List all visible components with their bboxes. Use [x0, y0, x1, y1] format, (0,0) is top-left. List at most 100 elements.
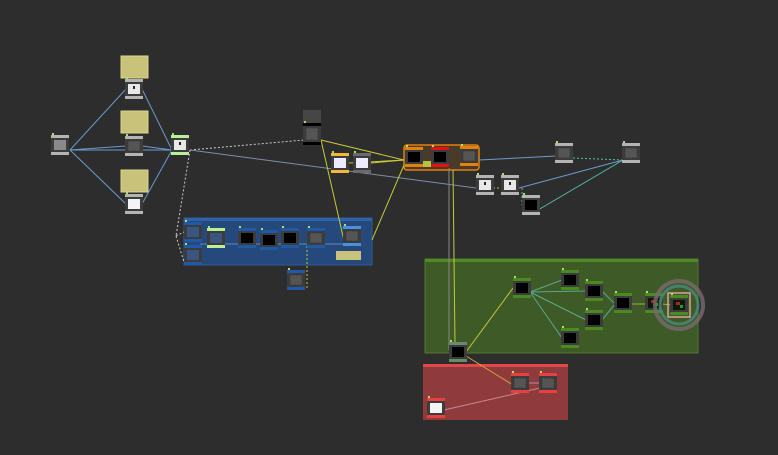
- comment-box[interactable]: [120, 169, 149, 193]
- operator-node[interactable]: [307, 226, 325, 248]
- black-preview: [588, 286, 600, 296]
- operator-node[interactable]: [522, 193, 540, 215]
- node-bottom-bar: [260, 247, 278, 250]
- operator-node[interactable]: [238, 226, 256, 248]
- node-top-bar: [343, 226, 361, 229]
- operator-node[interactable]: [460, 144, 478, 166]
- operator-node[interactable]: [513, 276, 531, 298]
- node-bottom-bar: [238, 245, 256, 248]
- flag-marker: [502, 173, 504, 175]
- black-preview: [452, 347, 464, 357]
- node-viewer-panel[interactable]: [303, 110, 321, 124]
- operator-node[interactable]: [585, 308, 603, 330]
- node-bottom-bar: [539, 390, 557, 393]
- tall-node[interactable]: [303, 121, 321, 145]
- operator-node[interactable]: [281, 226, 299, 248]
- operator-node[interactable]: [622, 141, 640, 163]
- flag-marker: [304, 121, 306, 123]
- flag-marker: [461, 144, 463, 146]
- wire: [601, 290, 616, 305]
- operator-node[interactable]: [561, 268, 579, 290]
- flag-marker: [126, 134, 128, 136]
- node-bottom-bar: [171, 152, 189, 155]
- wire: [141, 88, 173, 151]
- node-top-bar: [522, 195, 540, 198]
- selected-highlight[interactable]: [667, 292, 691, 318]
- operator-node[interactable]: [501, 173, 519, 195]
- flag-marker: [615, 291, 617, 293]
- node-top-bar: [405, 147, 423, 150]
- operator-node[interactable]: [585, 279, 603, 301]
- checker-preview: [513, 377, 527, 389]
- node-top-bar: [555, 143, 573, 146]
- black-preview: [408, 152, 420, 162]
- node-top-bar: [125, 194, 143, 197]
- node-top-bar: [184, 245, 202, 248]
- comment-box[interactable]: [120, 55, 149, 79]
- node-bottom-bar: [513, 295, 531, 298]
- node-bottom-bar: [125, 211, 143, 214]
- wire: [465, 287, 514, 353]
- operator-node[interactable]: [207, 226, 225, 248]
- operator-node[interactable]: [511, 371, 529, 393]
- node-bottom-bar: [184, 239, 202, 242]
- operator-node[interactable]: [561, 326, 579, 348]
- blue-preview: [187, 250, 199, 260]
- group-header-red[interactable]: [423, 364, 568, 367]
- node-top-bar: [585, 281, 603, 284]
- operator-node[interactable]: [260, 228, 278, 250]
- wire: [529, 279, 563, 293]
- flag-marker: [344, 224, 346, 226]
- wire: [141, 145, 173, 151]
- operator-node[interactable]: [353, 151, 371, 173]
- operator-node[interactable]: [431, 145, 449, 167]
- flag-marker: [208, 226, 210, 228]
- node-bottom-bar: [431, 164, 449, 167]
- operator-node[interactable]: [125, 77, 143, 99]
- operator-node[interactable]: [125, 192, 143, 214]
- node-bottom-bar: [184, 262, 202, 265]
- flag-marker: [126, 192, 128, 194]
- node-top-bar: [171, 135, 189, 138]
- checker-preview: [305, 127, 319, 141]
- switch-mini[interactable]: [423, 161, 431, 167]
- operator-node[interactable]: [539, 371, 557, 393]
- wire: [529, 291, 563, 339]
- flag-marker: [185, 243, 187, 245]
- operator-node[interactable]: [405, 145, 423, 167]
- node-bottom-bar: [51, 152, 69, 155]
- node-top-bar: [125, 79, 143, 82]
- noise-node[interactable]: [51, 133, 69, 155]
- node-top-bar: [670, 295, 688, 298]
- operator-node[interactable]: [287, 268, 305, 290]
- flag-marker: [172, 133, 174, 135]
- operator-node[interactable]: [427, 396, 445, 418]
- clock-hand: [484, 182, 486, 185]
- operator-node[interactable]: [343, 224, 361, 246]
- node-bottom-bar: [670, 312, 688, 315]
- switch-node[interactable]: [171, 133, 189, 155]
- comment-box[interactable]: [120, 110, 149, 134]
- wire: [320, 139, 405, 161]
- node-bottom-bar: [522, 212, 540, 215]
- comment-box[interactable]: [336, 251, 361, 260]
- node-top-bar: [449, 342, 467, 345]
- operator-node[interactable]: [614, 291, 632, 313]
- node-top-bar: [614, 293, 632, 296]
- operator-node[interactable]: [476, 173, 494, 195]
- output-node[interactable]: [670, 293, 688, 315]
- group-header-blue[interactable]: [184, 218, 372, 221]
- node-top-bar: [287, 270, 305, 273]
- operator-node[interactable]: [555, 141, 573, 163]
- operator-node[interactable]: [184, 243, 202, 265]
- node-top-bar: [207, 228, 225, 231]
- operator-node[interactable]: [184, 220, 202, 242]
- null-node[interactable]: [449, 340, 467, 362]
- operator-node[interactable]: [125, 134, 143, 156]
- node-bottom-bar: [287, 287, 305, 290]
- group-header-green[interactable]: [425, 259, 698, 262]
- operator-node[interactable]: [331, 151, 349, 173]
- node-bottom-bar: [307, 245, 325, 248]
- flag-marker: [514, 276, 516, 278]
